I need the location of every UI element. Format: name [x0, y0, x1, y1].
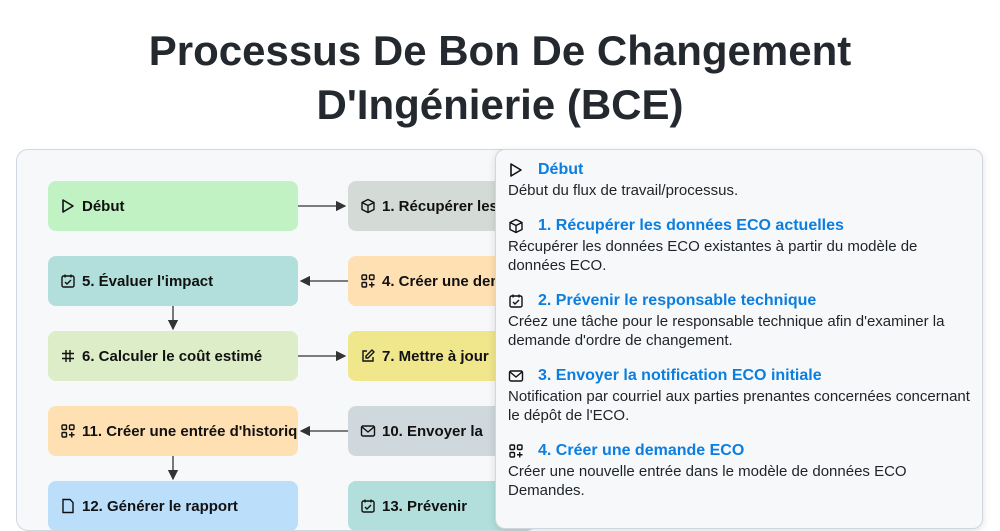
mail-icon: [360, 423, 376, 439]
detail-title[interactable]: 4. Créer une demande ECO: [538, 442, 745, 459]
node-label: Début: [82, 197, 125, 215]
node-label: 13. Prévenir: [382, 497, 468, 515]
detail-entry-4: 4. Créer une demande ECO Créer une nouve…: [508, 441, 972, 500]
detail-description: Créer une nouvelle entrée dans le modèle…: [508, 463, 907, 499]
node-6[interactable]: 6. Calculer le coût estimé: [48, 331, 298, 381]
play-icon: [60, 198, 76, 214]
detail-entry-3: 3. Envoyer la notification ECO initiale …: [508, 366, 972, 425]
detail-title[interactable]: 3. Envoyer la notification ECO initiale: [538, 367, 822, 384]
grid-plus-icon: [360, 273, 376, 289]
node-5[interactable]: 5. Évaluer l'impact: [48, 256, 298, 306]
detail-description: Début du flux de travail/processus.: [508, 182, 739, 199]
calendar-check-icon: [360, 498, 376, 514]
detail-entry-2: 2. Prévenir le responsable technique Cré…: [508, 291, 972, 350]
grid-plus-icon: [60, 423, 76, 439]
mail-icon: [508, 368, 524, 384]
detail-title[interactable]: 2. Prévenir le responsable technique: [538, 292, 817, 309]
flowchart-edges: [167, 200, 348, 481]
detail-description: Récupérer les données ECO existantes à p…: [508, 238, 918, 274]
page-title-line1: Processus De Bon De Changement: [148, 27, 852, 74]
node-label: 12. Générer le rapport: [82, 497, 238, 515]
step-details-panel[interactable]: Début Début du flux de travail/processus…: [495, 149, 983, 529]
grid-plus-icon: [508, 443, 524, 459]
detail-entry-1: 1. Récupérer les données ECO actuelles R…: [508, 216, 972, 275]
node-label: 10. Envoyer la: [382, 422, 483, 440]
page-title: Processus De Bon De Changement D'Ingénie…: [0, 24, 1000, 132]
cube-icon: [508, 218, 524, 234]
flowchart-canvas[interactable]: Début 1. Récupérer les données ECO actue…: [16, 149, 538, 531]
node-11[interactable]: 11. Créer une entrée d'historique: [48, 406, 298, 456]
page-title-line2: D'Ingénierie (BCE): [316, 81, 684, 128]
detail-title[interactable]: Début: [538, 161, 584, 178]
play-icon: [508, 162, 524, 178]
edit-icon: [360, 348, 376, 364]
detail-description: Notification par courriel aux parties pr…: [508, 388, 970, 424]
node-label: 7. Mettre à jour: [382, 347, 489, 365]
node-start[interactable]: Début: [48, 181, 298, 231]
node-label: 11. Créer une entrée d'historique: [82, 422, 298, 440]
node-label: 5. Évaluer l'impact: [82, 272, 214, 290]
hash-icon: [60, 348, 76, 364]
cube-icon: [360, 198, 376, 214]
calendar-check-icon: [60, 273, 76, 289]
node-12[interactable]: 12. Générer le rapport: [48, 481, 298, 530]
doc-icon: [60, 498, 76, 514]
detail-description: Créez une tâche pour le responsable tech…: [508, 313, 945, 349]
detail-title[interactable]: 1. Récupérer les données ECO actuelles: [538, 217, 844, 234]
detail-entry-start: Début Début du flux de travail/processus…: [508, 160, 972, 200]
calendar-check-icon: [508, 293, 524, 309]
node-label: 6. Calculer le coût estimé: [82, 347, 263, 365]
